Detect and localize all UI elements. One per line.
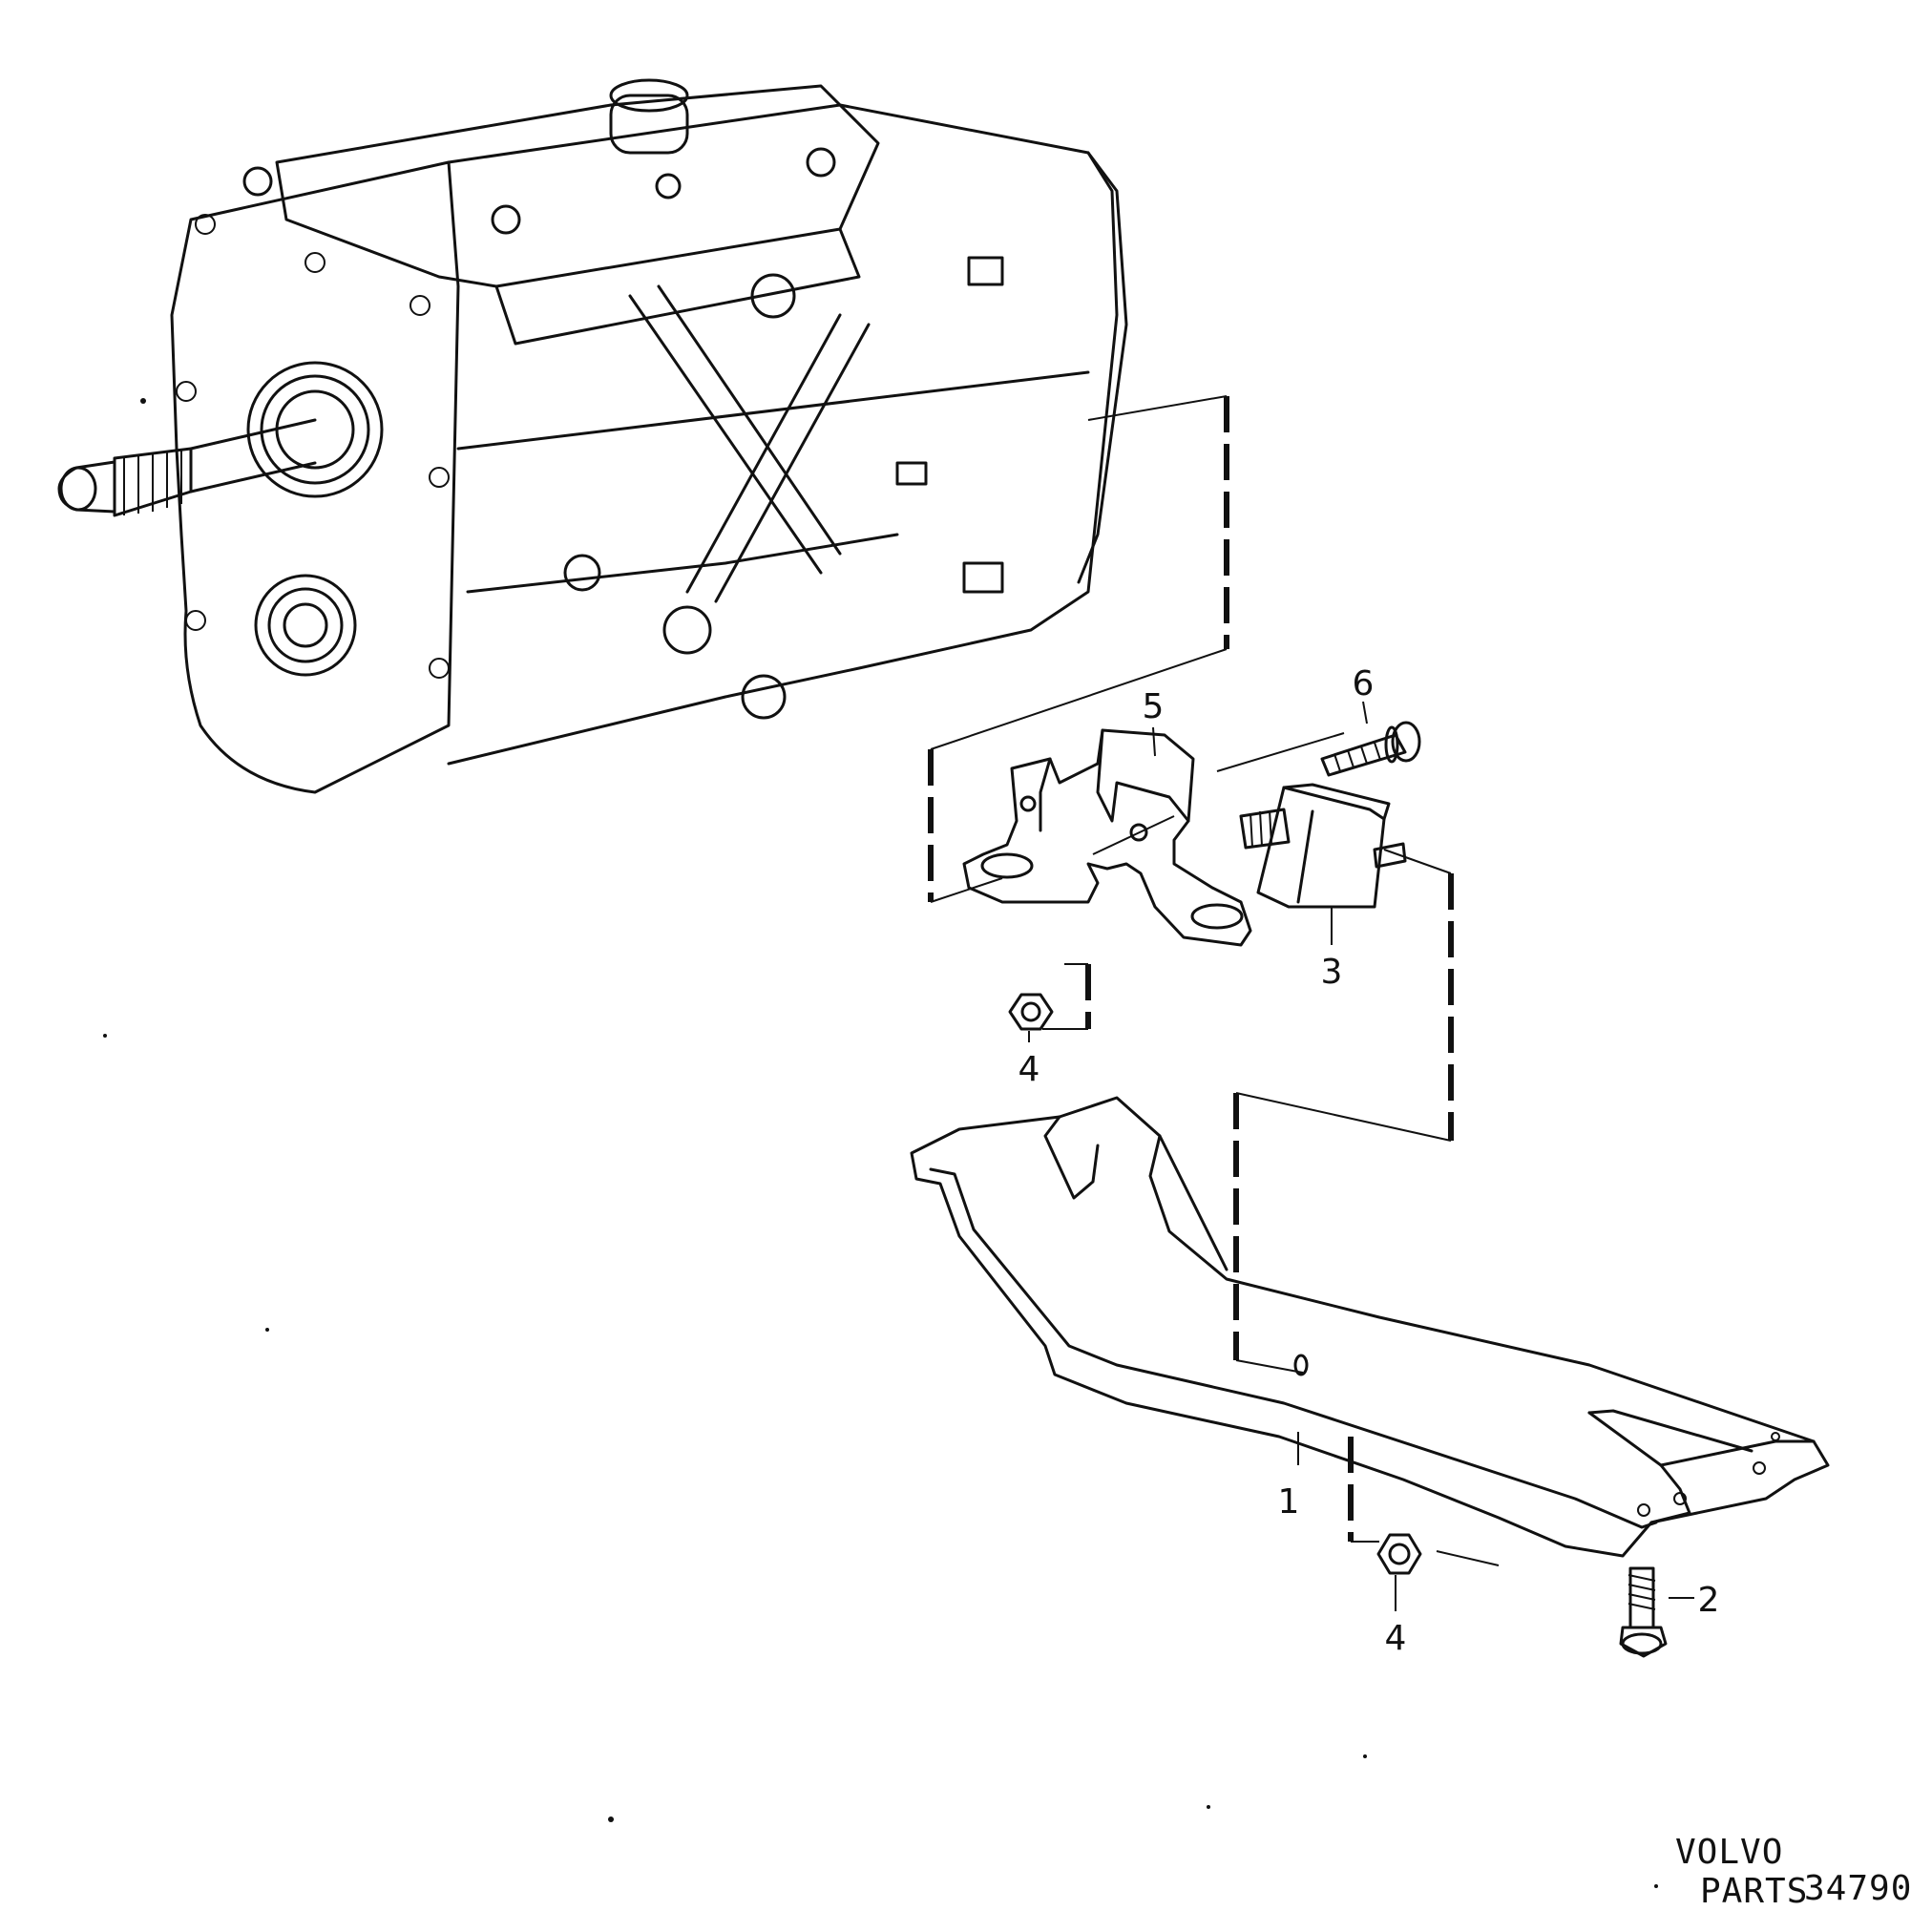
caption-brand: VOLVO: [1675, 1833, 1784, 1872]
lower-bolt: [1619, 1566, 1668, 1658]
gearbox-housing: [170, 78, 1128, 794]
callout-4-upper: 4: [1018, 1050, 1040, 1089]
scan-specks: [103, 398, 1658, 1888]
main-bearing: [246, 361, 384, 498]
caption-line-1: VOLVO PARTS: [1675, 1833, 1932, 1911]
caption-number: 34790: [1804, 1869, 1913, 1908]
input-shaft: [57, 418, 317, 517]
callout-3: 3: [1321, 953, 1343, 992]
assembly-lines: [928, 395, 1500, 1566]
callout-2: 2: [1698, 1581, 1720, 1620]
countershaft-bearing: [254, 574, 357, 677]
crossmember: [910, 1096, 1830, 1558]
callout-1: 1: [1278, 1482, 1300, 1522]
callout-6: 6: [1353, 664, 1375, 704]
nut-lower: [1376, 1533, 1422, 1575]
upper-bolt: [1320, 721, 1421, 777]
callout-5: 5: [1143, 687, 1165, 726]
rubber-mount: [1239, 783, 1407, 909]
caption-line-2: 34790: [1804, 1869, 1912, 1908]
nut-upper: [1008, 993, 1054, 1031]
callout-4-lower: 4: [1385, 1619, 1407, 1658]
leader-lines: [1028, 701, 1694, 1611]
bracket: [962, 728, 1252, 947]
caption-section: PARTS: [1700, 1872, 1809, 1911]
